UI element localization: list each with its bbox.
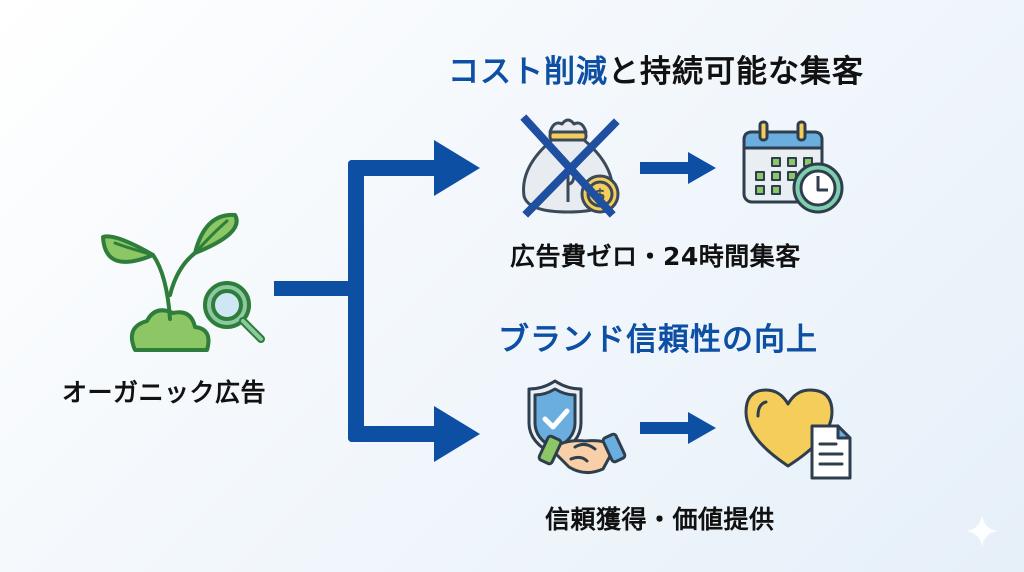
heart-document-icon bbox=[744, 388, 852, 480]
source-label: オーガニック広告 bbox=[62, 378, 267, 407]
connector-vertical bbox=[348, 160, 364, 442]
calendar-clock-icon bbox=[742, 120, 844, 214]
arrow-step-bottom-shaft bbox=[640, 422, 690, 434]
connector-bottom-branch bbox=[348, 426, 438, 442]
arrow-step-bottom-head bbox=[688, 412, 716, 444]
branch-1-heading: コスト削減と持続可能な集客 bbox=[448, 46, 864, 91]
branch-1-heading-rest: と持続可能な集客 bbox=[608, 54, 864, 90]
branch-2-heading: ブランド信頼性の向上 bbox=[498, 322, 818, 358]
svg-text:$: $ bbox=[594, 185, 605, 204]
crossed-out-money-bag-icon: $ bbox=[520, 114, 620, 218]
connector-top-branch bbox=[348, 160, 438, 176]
shield-handshake-icon bbox=[527, 379, 627, 474]
arrow-step-top-head bbox=[688, 152, 716, 184]
connector-stem bbox=[274, 281, 354, 296]
sprout-with-magnifier-icon bbox=[101, 212, 265, 352]
branch-1-heading-highlight: コスト削減 bbox=[448, 54, 608, 90]
sparkle-icon bbox=[966, 515, 998, 547]
arrow-head-bottom bbox=[434, 406, 480, 462]
arrow-head-top bbox=[434, 140, 480, 196]
branch-1-caption: 広告費ゼロ・24時間集客 bbox=[510, 242, 801, 271]
branch-2-caption: 信頼獲得・価値提供 bbox=[545, 505, 775, 534]
arrow-step-top-shaft bbox=[640, 162, 690, 174]
